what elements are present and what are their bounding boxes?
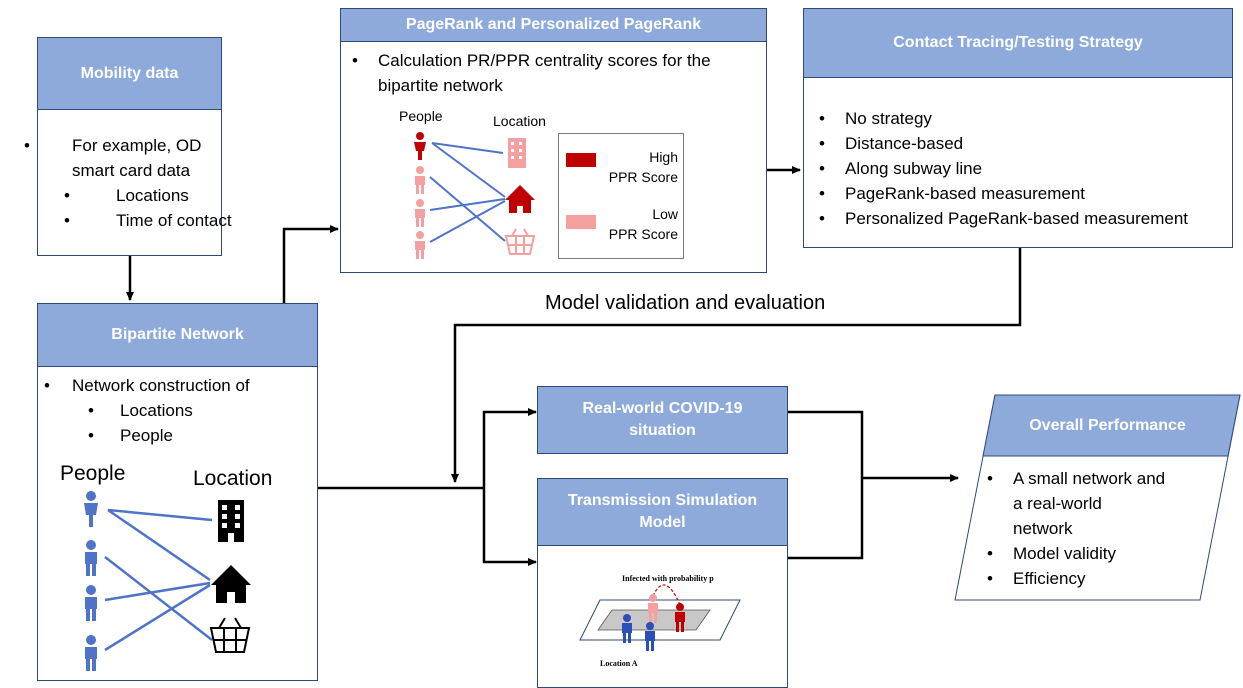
bullet: • (987, 544, 993, 563)
overall-item-1a: A small network and (1013, 469, 1166, 488)
bullet: • (44, 376, 50, 395)
bipartite-title: Bipartite Network (37, 303, 318, 367)
contact-item-5: Personalized PageRank-based measurement (845, 209, 1189, 228)
bullet: • (88, 426, 94, 445)
bullet: • (819, 184, 825, 203)
pagerank-item-1b: bipartite network (378, 76, 503, 95)
pagerank-people-label: People (399, 108, 443, 124)
contact-title: Contact Tracing/Testing Strategy (803, 8, 1233, 78)
bullet: • (88, 401, 94, 420)
overall-list: • A small network and a real-world netwo… (987, 466, 1166, 591)
contact-item-3: Along subway line (845, 159, 983, 178)
mobility-item-1b: smart card data (72, 161, 191, 180)
bullet: • (352, 51, 358, 70)
contact-item-2: Distance-based (845, 134, 964, 153)
line-merge-outputs (788, 410, 864, 560)
pagerank-box (340, 8, 767, 273)
infected-label: Infected with probability p (622, 574, 714, 583)
validation-label: Model validation and evaluation (545, 292, 826, 314)
bullet: • (64, 186, 70, 205)
bullet: • (819, 134, 825, 153)
arrow-validation-loop (451, 248, 1022, 483)
bipartite-location-label: Location (193, 467, 273, 490)
bipartite-list: • Network construction of • Locations • … (44, 373, 250, 448)
realworld-title-line1: Real-world COVID-19 (582, 400, 743, 417)
legend-high-line2: PPR Score (608, 169, 678, 185)
bipartite-item-1: Network construction of (72, 376, 250, 395)
mobility-sub-2: Time of contact (116, 211, 232, 230)
overall-item-2: Model validity (1013, 544, 1116, 563)
mobility-title: Mobility data (37, 37, 222, 110)
contact-item-1: No strategy (845, 109, 932, 128)
legend-low-line1: Low (652, 206, 678, 222)
bipartite-sub-1: Locations (120, 401, 193, 420)
overall-item-1c: network (1013, 519, 1073, 538)
bullet: • (24, 136, 30, 155)
overall-title: Overall Performance (1029, 416, 1186, 434)
overall-header (982, 394, 1241, 457)
bullet: • (987, 469, 993, 488)
arrow-to-realworld (482, 408, 537, 488)
legend-high-swatch (566, 153, 596, 167)
contact-list: • No strategy • Distance-based • Along subw… (819, 106, 1189, 231)
legend-low-label: Low PPR Score (606, 204, 678, 244)
legend-high-label: High PPR Score (606, 147, 678, 187)
mobility-list: • For example, OD smart card data • Loca… (24, 133, 232, 233)
legend-high-line1: High (649, 149, 678, 165)
location-a-label: Location A (600, 659, 638, 668)
bipartite-sub-2: People (120, 426, 173, 445)
transmission-title-line1: Transmission Simulation (567, 492, 758, 509)
bullet: • (819, 109, 825, 128)
mobility-item-1a: For example, OD (72, 136, 202, 155)
realworld-title-line2: situation (629, 422, 696, 439)
ppr-legend (558, 133, 684, 259)
pagerank-title: PageRank and Personalized PageRank (340, 8, 767, 42)
bullet: • (819, 209, 825, 228)
bullet: • (819, 159, 825, 178)
bullet: • (64, 211, 70, 230)
overall-item-3: Efficiency (1013, 569, 1086, 588)
transmission-title-line2: Model (639, 514, 686, 531)
pagerank-location-label: Location (493, 113, 546, 129)
overall-item-1b: a real-world (1013, 494, 1102, 513)
bipartite-people-label: People (60, 462, 126, 485)
contact-item-4: PageRank-based measurement (845, 184, 1086, 203)
mobility-sub-1: Locations (116, 186, 189, 205)
realworld-title: Real-world COVID-19 situation (537, 386, 788, 454)
arrow-bipartite-to-pagerank (282, 225, 339, 303)
legend-low-line2: PPR Score (608, 226, 678, 242)
legend-low-swatch (566, 215, 596, 229)
pagerank-item-1a: Calculation PR/PPR centrality scores for… (378, 51, 711, 70)
arrow-to-transmission (482, 488, 537, 566)
pagerank-list: • Calculation PR/PPR centrality scores f… (352, 48, 711, 98)
bullet: • (987, 569, 993, 588)
